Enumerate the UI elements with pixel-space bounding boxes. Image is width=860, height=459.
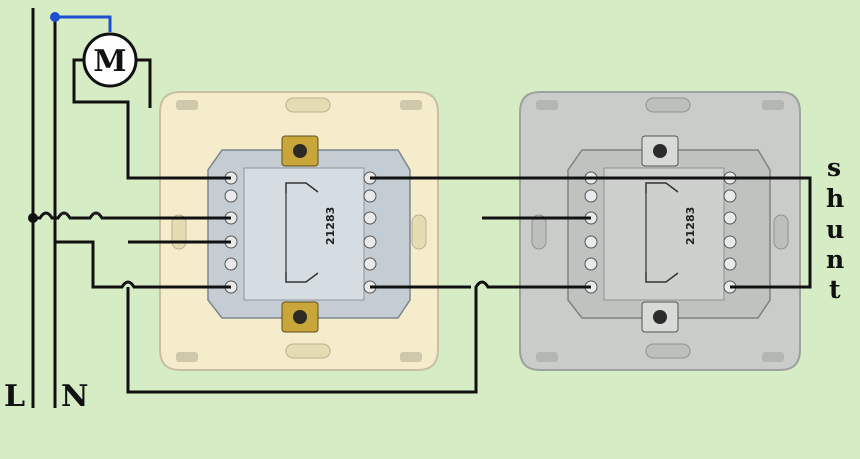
left-model-number: 21283	[324, 207, 337, 245]
right-model-number: 21283	[684, 207, 697, 245]
wires	[31, 8, 812, 408]
motor-lead-right	[134, 58, 152, 108]
shunt-wire	[730, 176, 812, 289]
neutral-tap	[55, 240, 231, 289]
right-switch: 21283	[519, 91, 801, 371]
neutral-wire-top	[55, 15, 112, 32]
label-L: L	[4, 379, 25, 414]
motor-lead-left	[72, 58, 231, 180]
line-tap	[33, 211, 231, 220]
line-junction-dot	[28, 213, 38, 223]
shunt-letter-5: t	[829, 275, 841, 304]
motor-label: M	[93, 44, 126, 79]
neutral-junction-dot	[50, 12, 60, 22]
shunt-letter-2: h	[826, 184, 844, 213]
left-switch: 21283	[159, 91, 439, 371]
shunt-letter-1: s	[827, 153, 841, 182]
motor-icon: M	[82, 32, 138, 88]
shunt-letter-3: u	[826, 215, 844, 244]
shunt-letter-4: n	[826, 245, 844, 274]
bottom-loop	[126, 280, 591, 394]
label-N: N	[61, 379, 88, 414]
